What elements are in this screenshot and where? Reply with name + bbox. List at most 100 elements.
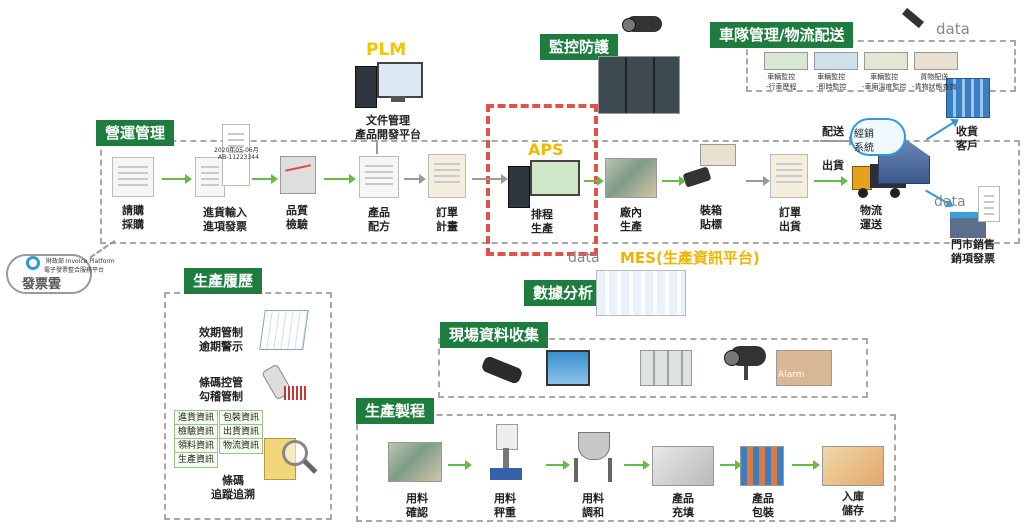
history-label-1: 條碼控管勾稽管制 [199,376,243,403]
production-photo-3 [652,446,714,486]
formula-document-icon [359,156,399,198]
fleet-screen-3: 貨物配送-貨物狀態查詢 [912,73,957,91]
production-arrow [624,460,650,470]
alarm-text: Alarm [778,370,805,380]
quality-meter-icon [280,156,316,194]
op-label-1: 進貨輸入進項發票 [203,206,247,233]
aps-title: APS [528,140,564,159]
production-label-2: 用料調和 [582,492,604,519]
surveillance-monitor-icon [598,56,680,114]
monitoring-tag: 監控防護 [540,34,619,60]
alarm-photo-icon [776,350,832,386]
production-arrow [720,460,742,470]
fleet-screen-2: 車輛監控-車廂溫度監控 [862,73,907,91]
delivery-label: 配送 [822,125,844,138]
production-photo-4 [740,446,784,486]
ship-label: 出貨 [822,159,844,172]
op-label-6: 裝箱貼標 [700,204,722,231]
flow-arrow [162,174,192,184]
store-receipt-icon [978,186,1000,222]
history-tag: 生產履歷 [184,268,263,294]
op-label-3: 產品配方 [368,206,390,233]
fleet-map-3 [864,52,908,70]
fleet-data-badge: data [936,20,970,38]
production-tag: 生產製程 [356,398,435,424]
store-label: 門市銷售銷項發票 [951,238,995,265]
history-field-6: 生產資訊 [174,452,219,468]
plm-title: PLM [366,40,407,60]
production-photo-0 [388,442,442,482]
mes-data-badge: data [568,250,600,266]
customer-label: 收貨客戶 [956,125,978,152]
production-arrow [448,460,472,470]
mixer-icon [570,426,616,484]
flow-arrow [252,174,278,184]
fleet-frame [746,40,1016,92]
scale-icon [490,424,522,482]
fleet-tag: 車隊管理/物流配送 [710,22,854,48]
production-frame [356,414,896,522]
fleet-map-2 [814,52,858,70]
production-arrow [546,460,570,470]
flow-arrow [324,174,356,184]
invoice-cloud-line2: 電子發票整合服務平台 [44,267,105,274]
invoice-cloud-shape [6,254,92,294]
barcode-scanner-icon [261,363,310,404]
aps-label: 排程生產 [531,208,553,235]
field-data-tag: 現場資料收集 [440,322,549,348]
fleet-map-4 [914,52,958,70]
po-document-icon [112,157,154,197]
dealer-system-label: 經銷系統 [854,129,874,154]
po-invoice-icon [195,157,225,197]
field-data-frame [438,338,868,398]
factory-photo-icon [605,158,657,198]
history-label-2: 條碼追蹤追溯 [211,474,255,501]
flow-arrow [472,174,508,184]
history-field-4: 領料資訊 [174,438,219,454]
order-document-icon [428,154,466,198]
plm-label: 文件管理產品開發平台 [355,114,421,141]
plm-down-arrow [376,140,378,154]
invoice-cloud-line1: 財政部 Invoice Platform [46,258,115,265]
production-label-0: 用料確認 [406,492,428,519]
barcode-magnifier-icon [264,432,320,494]
plm-computer-icon [355,62,423,108]
op-label-7: 訂單出貨 [779,206,801,233]
flow-arrow [404,174,426,184]
production-label-5: 入庫儲存 [842,490,864,517]
fleet-map-1 [764,52,808,70]
flow-arrow [584,176,604,186]
op-label-5: 廠內生產 [620,206,642,233]
history-field-5: 物流資訊 [219,438,264,454]
mes-title: MES(生產資訊平台) [620,249,760,267]
fleet-screen-1: 車輛監控-即時監控 [816,73,847,91]
field-camera-icon [722,342,770,382]
history-label-0: 效期管制逾期警示 [199,326,243,353]
shipping-document-icon [770,154,808,198]
op-label-8: 物流運送 [860,204,882,231]
data-analysis-tag: 數據分析 [524,280,603,306]
control-panel-photo-icon [640,350,692,386]
aps-computer-icon [508,160,580,208]
camera-icon [622,12,666,38]
op-label-2: 品質檢驗 [286,204,308,231]
flow-arrow [814,176,848,186]
dashboard-chart-icon [596,270,686,316]
production-label-3: 產品充填 [672,492,694,519]
cloud-system-icon [850,118,906,156]
handheld-scanner-icon [478,354,524,388]
op-label-0: 請購採購 [122,204,144,231]
operations-frame [100,140,1020,244]
production-label-1: 用料秤重 [494,492,516,519]
invoice-cloud-name: 發票雲 [22,277,62,292]
satellite-icon [898,4,928,32]
invoice-receipt-date: 2020年05-06月 [214,147,259,154]
store-data-badge: data [934,194,966,210]
invoice-receipt-icon [222,124,250,186]
flow-arrow [746,176,770,186]
label-printer-icon [682,144,740,194]
production-arrow [792,460,820,470]
tablet-photo-icon [546,350,590,386]
flow-arrow [662,176,686,186]
production-label-4: 產品包裝 [752,492,774,519]
